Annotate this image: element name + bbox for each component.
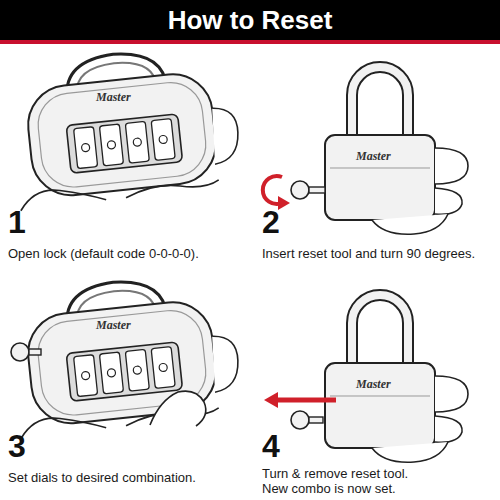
brand-name: Master: [356, 378, 391, 391]
reset-key: [11, 343, 41, 361]
reset-key: [291, 411, 323, 429]
lock-drawing: [6, 42, 244, 211]
step-caption: Insert reset tool and turn 90 degrees.: [262, 246, 498, 261]
step-caption: Set dials to desired combination.: [8, 470, 248, 485]
lock-drawing: [325, 67, 468, 234]
step-number: 4: [262, 430, 280, 462]
step-number: 2: [262, 206, 280, 238]
step-number: 1: [8, 206, 26, 238]
step-caption: Turn & remove reset tool. New combo is n…: [262, 466, 437, 496]
brand-name: Master: [96, 319, 131, 332]
lock-drawing: [6, 270, 244, 439]
header-rule: [0, 40, 500, 44]
finger: [150, 391, 206, 426]
step-caption: Open lock (default code 0-0-0-0).: [8, 246, 248, 261]
brand-name: Master: [356, 150, 391, 163]
page-title: How to Reset: [0, 5, 500, 35]
remove-arrow: [264, 392, 336, 408]
lock-drawing: [325, 295, 468, 462]
turn-arrow: [263, 176, 290, 210]
reset-key: [291, 181, 325, 199]
step-number: 3: [8, 430, 26, 462]
brand-name: Master: [96, 91, 131, 104]
